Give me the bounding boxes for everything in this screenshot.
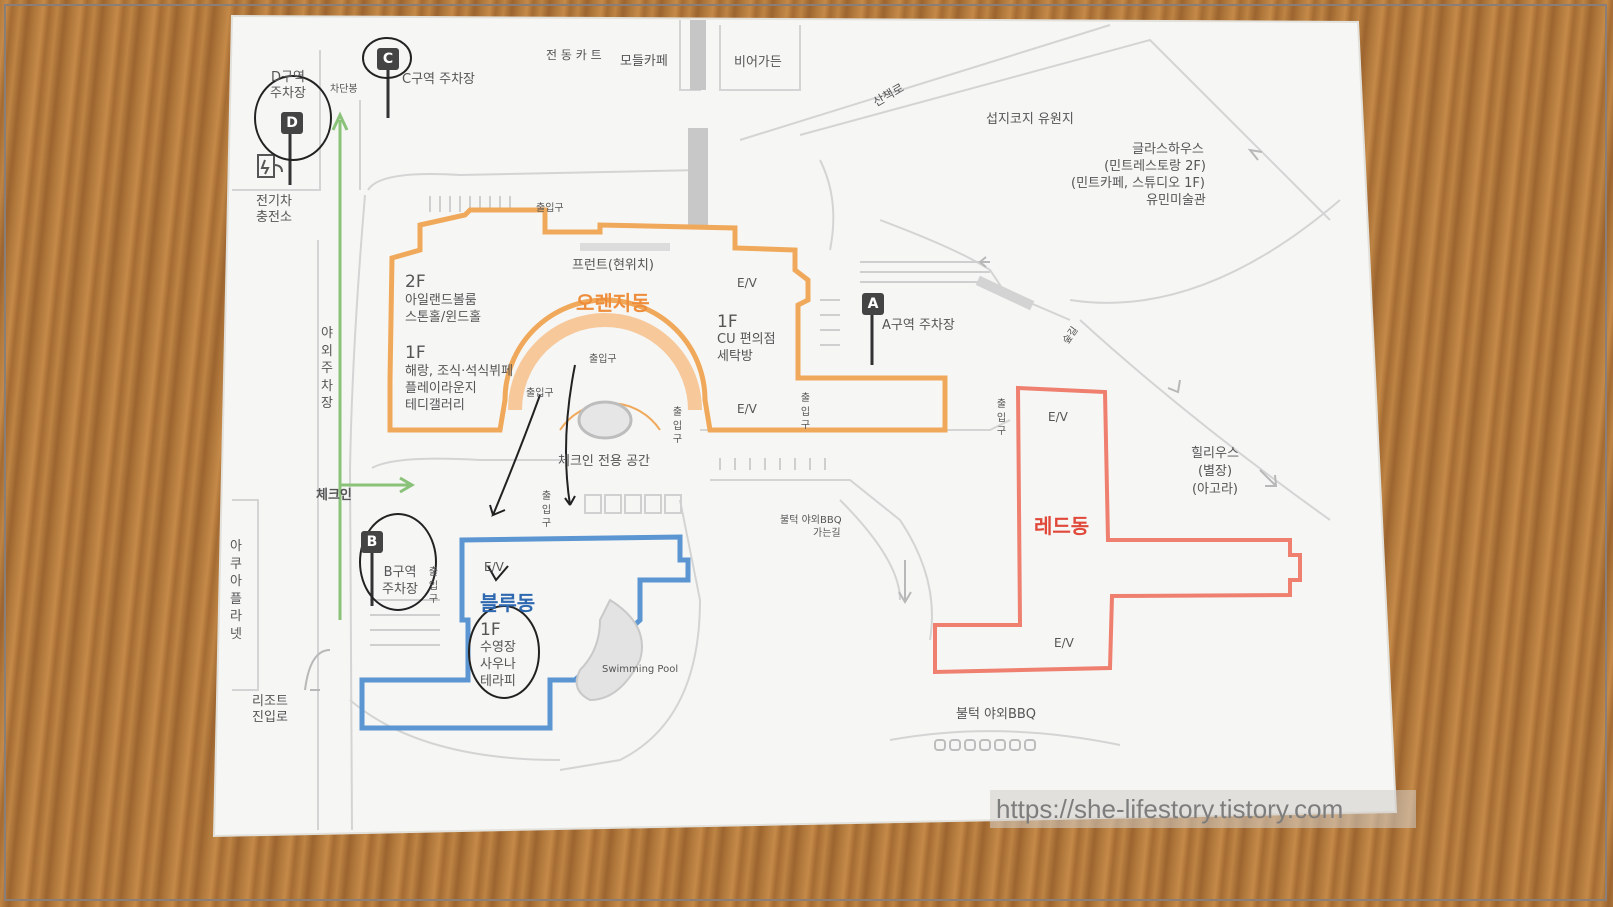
seopjikoji-label: 섭지코지 유원지: [986, 112, 1074, 127]
orange-building-name: 오렌지동: [576, 291, 650, 315]
blue-1f-label: 1F: [480, 620, 501, 640]
entrance-top: 출입구: [536, 203, 564, 214]
orange-2f-room-2: 스톤홀/윈드홀: [405, 310, 482, 325]
orange-1f-room-1: 해랑, 조식·석식뷔페: [405, 364, 514, 379]
orange-2f-label: 2F: [405, 272, 426, 292]
entrance-red: 출입구: [996, 399, 1007, 437]
blue-ev-label: E/V: [484, 560, 504, 574]
bbq-path-label-2: 가는길: [813, 528, 841, 539]
beer-garden-label: 비어가든: [734, 55, 782, 70]
ev-charger-label-2: 충전소: [256, 210, 292, 225]
blue-building-name: 블루동: [480, 591, 536, 615]
entrance-center: 출입구: [589, 354, 617, 365]
resort-entry-label-2: 진입로: [252, 710, 288, 725]
c-parking-label: C구역 주차장: [402, 72, 476, 87]
green-route: [331, 111, 415, 620]
orange-ev-top: E/V: [737, 276, 757, 290]
b-parking-label-2: 주차장: [382, 582, 418, 597]
glasshouse-label: 글라스하우스: [1132, 142, 1204, 157]
orange-1f-right-label: 1F: [717, 312, 738, 332]
orange-ev-bottom: E/V: [737, 402, 757, 416]
b-parking-label-1: B구역: [383, 565, 417, 580]
d-parking-label-2: 주차장: [270, 86, 306, 101]
outdoor-parking-label: 야외주차장: [321, 326, 333, 412]
parking-sign-b: B: [361, 531, 383, 553]
handwritten-marks: [254, 37, 576, 699]
front-desk-label: 프런트(현위치): [572, 258, 654, 273]
cart-label: 전 동 카 트: [546, 48, 602, 62]
orange-building-outline: [387, 207, 948, 433]
aqua-planet-label: 아쿠아플라넷: [230, 539, 242, 642]
a-parking-label: A구역 주차장: [882, 318, 955, 333]
checkin-space-label: 체크인 전용 공간: [558, 454, 650, 469]
bbq-path-label-1: 불턱 야외BBQ: [780, 515, 842, 526]
hillhouse-label-1: 힐리우스: [1191, 446, 1239, 461]
bbq-label: 불턱 야외BBQ: [956, 707, 1037, 722]
road-lines: [232, 20, 1341, 831]
blue-building-outline: [359, 534, 691, 731]
glasshouse-mint-restaurant: (민트레스토랑 2F): [1104, 159, 1206, 174]
hillhouse-label-3: (아고라): [1191, 482, 1239, 497]
pool-label: 수영장: [480, 640, 516, 655]
parking-sign-a: A: [862, 293, 884, 315]
entrance-blue-left: 출입구: [428, 567, 439, 605]
red-ev-top: E/V: [1048, 410, 1068, 424]
red-building-name: 레드동: [1034, 514, 1090, 538]
orange-1f-label: 1F: [405, 343, 426, 363]
entrance-orange-east: 출입구: [800, 393, 811, 431]
resort-entry-label-1: 리조트: [252, 694, 288, 709]
red-ev-bottom: E/V: [1054, 636, 1074, 650]
barrier-label: 차단봉: [330, 84, 358, 95]
cu-store-label: CU 편의점: [717, 332, 776, 347]
laundry-label: 세탁방: [717, 349, 753, 364]
parking-sign-d: D: [281, 112, 303, 134]
entrance-right: 출입구: [672, 407, 683, 445]
ev-charger-label-1: 전기차: [256, 194, 292, 209]
glasshouse-mint-cafe: (민트카페, 스튜디오 1F): [1071, 176, 1205, 191]
orange-1f-room-2: 플레이라운지: [405, 381, 477, 396]
d-parking-label-1: D구역: [271, 70, 305, 85]
swimming-pool-label: Swimming Pool: [602, 664, 679, 675]
watermark: https://she-lifestory.tistory.com: [990, 790, 1416, 828]
entrance-left: 출입구: [526, 388, 554, 399]
parking-sign-c: C: [377, 48, 399, 70]
orange-1f-room-3: 테디갤러리: [405, 398, 465, 413]
modeul-cafe-label: 모들카페: [620, 54, 668, 69]
yumin-museum-label: 유민미술관: [1146, 193, 1206, 208]
orange-2f-room-1: 아일랜드볼룸: [405, 293, 477, 308]
red-building-outline: [933, 385, 1302, 675]
sauna-label: 사우나: [480, 657, 516, 672]
checkin-label: 체크인: [316, 488, 352, 503]
therapy-label: 테라피: [480, 674, 516, 689]
hillhouse-label-2: (별장): [1197, 464, 1233, 479]
entrance-blue-top: 출입구: [541, 491, 552, 529]
ev-charger-icon: [257, 154, 283, 178]
